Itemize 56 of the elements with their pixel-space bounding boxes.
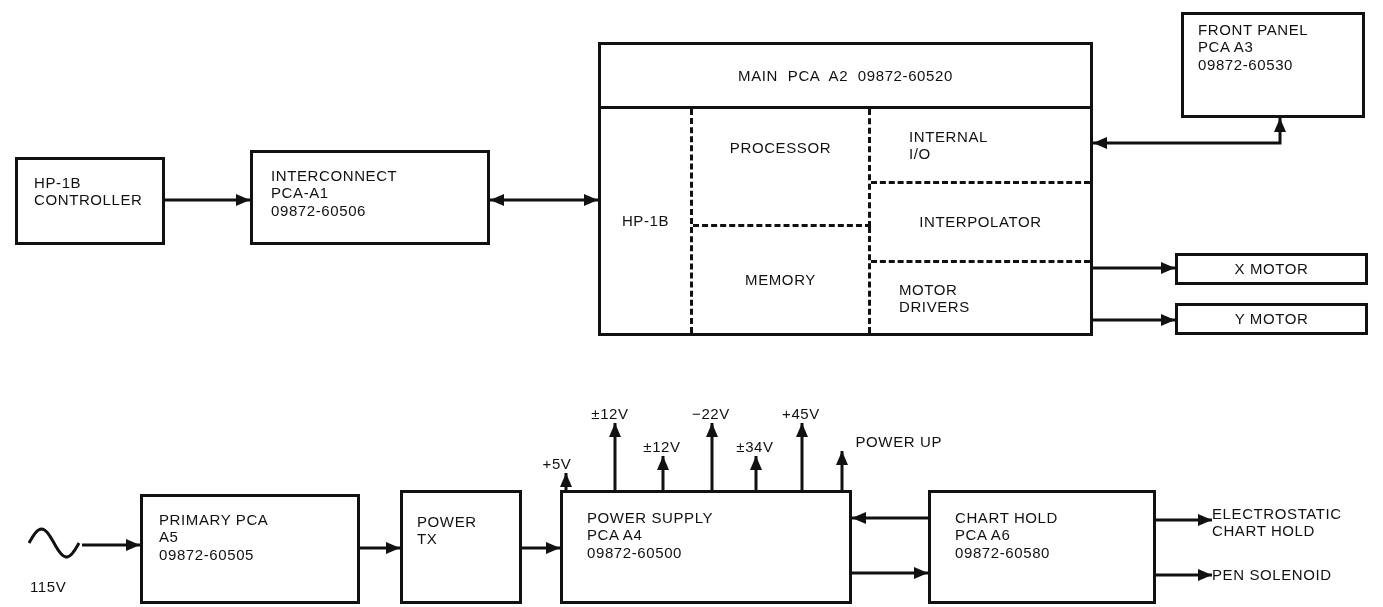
output-label: ±34V (726, 438, 784, 456)
voltage-label: 115V (30, 578, 67, 596)
block-box (15, 157, 165, 245)
block-box (250, 150, 490, 245)
block-box (560, 490, 852, 604)
arrow (750, 456, 762, 490)
block-label: HP-1B CONTROLLER (34, 174, 144, 209)
block-label: INTERNAL I/O (909, 127, 989, 163)
arrow (360, 542, 400, 554)
output-label: PEN SOLENOID (1212, 565, 1372, 585)
block-box (400, 490, 522, 604)
block-label: INTERPOLATOR (919, 213, 1042, 231)
block-label: FRONT PANEL PCA A3 09872-60530 (1198, 21, 1309, 73)
block-label: CHART HOLD PCA A6 09872-60580 (955, 509, 1059, 561)
output-label: ±12V (634, 438, 690, 456)
block-box (140, 494, 360, 604)
arrow (1156, 514, 1212, 526)
output-label: +5V (536, 455, 578, 473)
arrow (657, 456, 669, 490)
arrow (522, 542, 560, 554)
arrow (1093, 314, 1175, 326)
board-box (598, 42, 1093, 336)
arrow (706, 423, 718, 490)
arrow (560, 473, 572, 490)
block-label: Y MOTOR (1234, 310, 1309, 328)
block-label: POWER TX (417, 513, 478, 548)
board-title: MAIN PCA A2 09872-60520 (738, 66, 953, 85)
arrow (796, 423, 808, 490)
output-label: ELECTROSTATIC CHART HOLD (1212, 502, 1372, 542)
block-label: INTERCONNECT PCA-A1 09872-60506 (271, 167, 399, 219)
output-label: −22V (682, 405, 740, 423)
arrow (1093, 262, 1175, 274)
output-label: ±12V (584, 405, 636, 423)
output-label: +45V (774, 405, 828, 423)
arrow (165, 194, 250, 206)
block-box (1181, 12, 1365, 118)
double-arrow (1093, 118, 1286, 149)
block-label: PROCESSOR (729, 139, 832, 157)
block-label: MOTOR DRIVERS (899, 280, 971, 316)
block-box (928, 490, 1156, 604)
output-label: POWER UP (824, 433, 942, 451)
block-label: X MOTOR (1234, 260, 1309, 278)
function-block (693, 109, 871, 227)
block-box (1175, 253, 1368, 285)
arrow (836, 451, 848, 490)
block-label: MEMORY (745, 271, 816, 289)
arrow (82, 539, 140, 551)
block-label: PRIMARY PCA A5 09872-60505 (159, 511, 269, 563)
block-box (1175, 303, 1368, 335)
arrow (852, 567, 928, 579)
double-arrow (490, 194, 598, 206)
block-label: HP-1B (621, 212, 670, 230)
arrow (609, 423, 621, 490)
arrow (1156, 569, 1212, 581)
arrow (852, 512, 928, 524)
block-label: POWER SUPPLY PCA A4 09872-60500 (587, 509, 714, 561)
